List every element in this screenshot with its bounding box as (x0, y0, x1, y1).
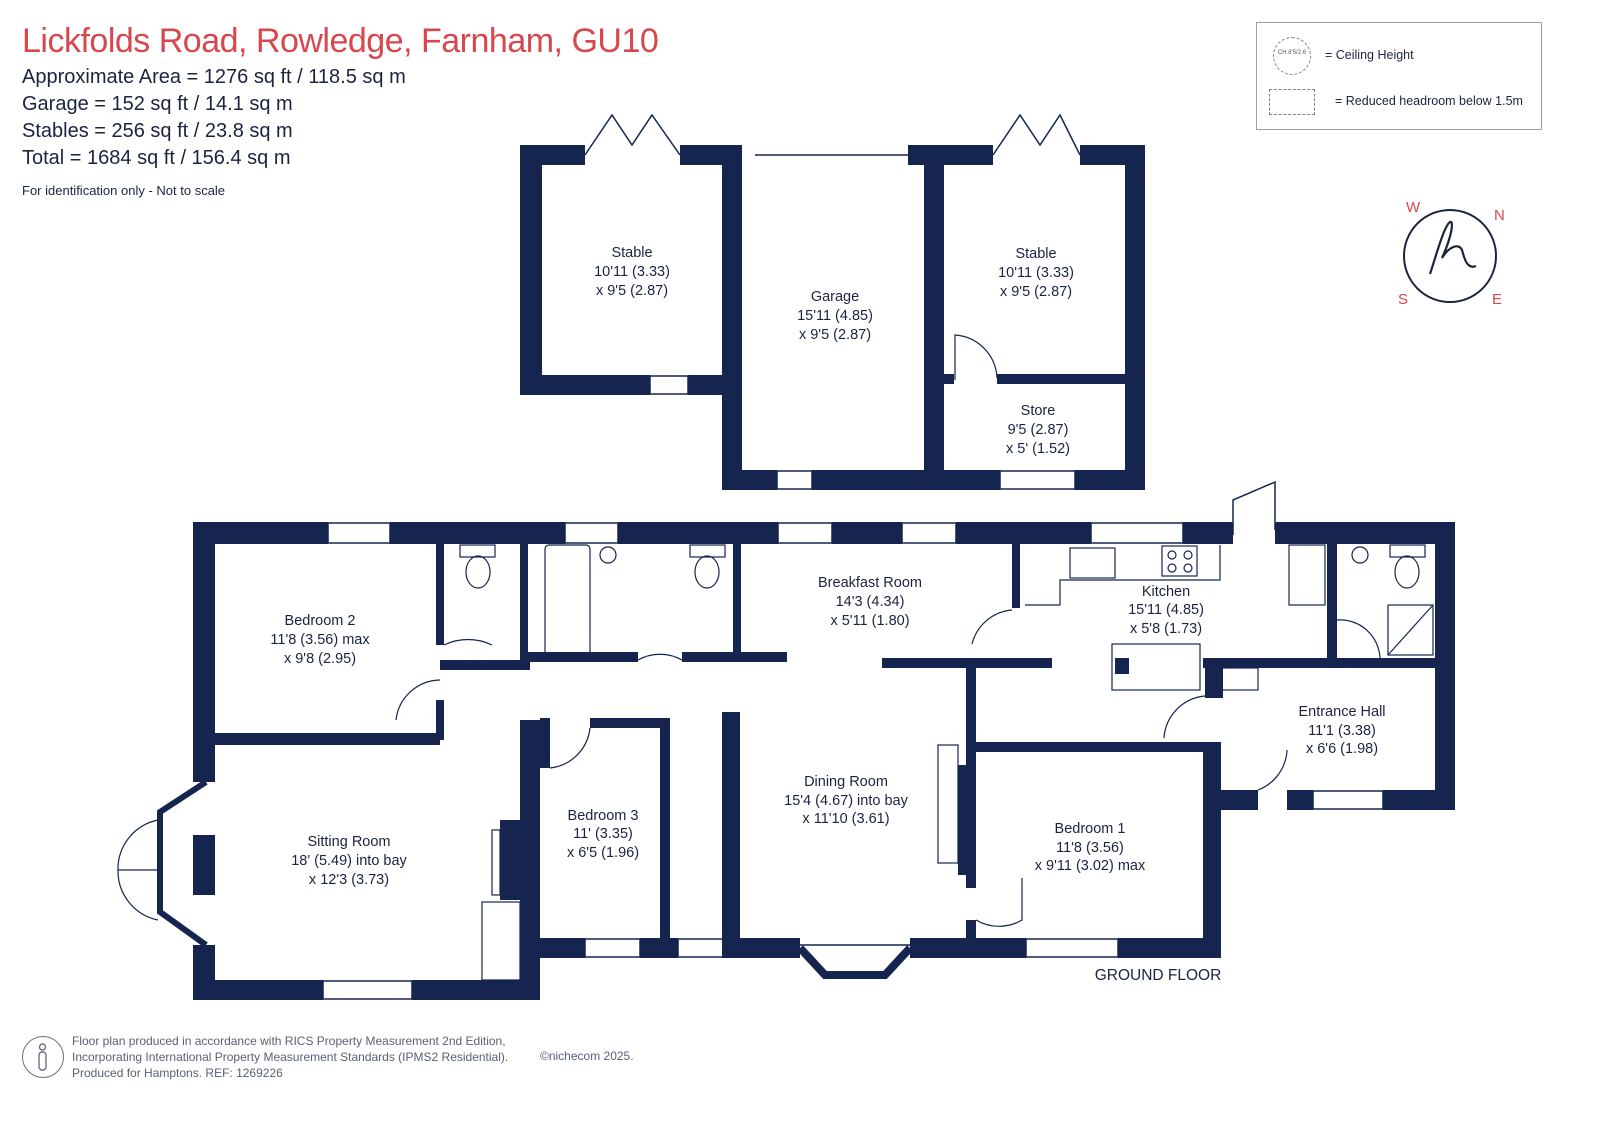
person-icon (22, 1036, 64, 1078)
svg-text:11' (3.35): 11' (3.35) (573, 826, 633, 842)
svg-text:x 9'5 (2.87): x 9'5 (2.87) (596, 283, 668, 299)
svg-text:Store: Store (1021, 403, 1056, 419)
svg-text:Entrance Hall: Entrance Hall (1298, 704, 1385, 720)
svg-text:15'11 (4.85): 15'11 (4.85) (797, 308, 873, 324)
reduced-headroom-icon (1269, 89, 1315, 115)
room-bedroom-2: Bedroom 2 11'8 (3.56) max x 9'8 (2.95) (270, 613, 370, 667)
svg-text:15'4 (4.67) into bay: 15'4 (4.67) into bay (784, 793, 908, 809)
svg-text:x 11'10 (3.61): x 11'10 (3.61) (802, 811, 889, 827)
svg-text:10'11 (3.33): 10'11 (3.33) (594, 264, 670, 280)
compass-n: N (1494, 207, 1505, 224)
footer-line-3: Produced for Hamptons. REF: 1269226 (72, 1066, 283, 1080)
room-stable-right: Stable 10'11 (3.33) x 9'5 (2.87) (998, 246, 1074, 300)
floor-label: GROUND FLOOR (1095, 967, 1222, 984)
compass-s: S (1398, 291, 1408, 308)
svg-text:11'8 (3.56) max: 11'8 (3.56) max (270, 632, 370, 648)
room-entrance-hall: Entrance Hall 11'1 (3.38) x 6'6 (1.98) (1298, 704, 1385, 757)
room-dining-room: Dining Room 15'4 (4.67) into bay x 11'10… (784, 774, 908, 827)
door-swings (117, 334, 1381, 927)
kitchen-appliance (1115, 658, 1129, 674)
svg-text:x 9'5 (2.87): x 9'5 (2.87) (799, 327, 871, 343)
svg-text:Bedroom 3: Bedroom 3 (568, 808, 639, 824)
approximate-area: Approximate Area = 1276 sq ft / 118.5 sq… (22, 66, 406, 88)
svg-text:Sitting Room: Sitting Room (307, 834, 390, 850)
room-garage: Garage 15'11 (4.85) x 9'5 (2.87) (797, 289, 873, 343)
svg-text:x 5' (1.52): x 5' (1.52) (1006, 441, 1070, 457)
compass-logo-icon: W N S E (1398, 199, 1505, 308)
property-title: Lickfolds Road, Rowledge, Farnham, GU10 (22, 22, 659, 60)
compass-e: E (1492, 291, 1502, 308)
ceiling-height-label: = Ceiling Height (1325, 48, 1414, 62)
room-kitchen: Kitchen 15'11 (4.85) x 5'8 (1.73) (1128, 584, 1204, 637)
svg-text:x 9'11 (3.02) max: x 9'11 (3.02) max (1035, 858, 1146, 874)
fixtures (459, 544, 1434, 981)
footer-line-1: Floor plan produced in accordance with R… (72, 1034, 506, 1048)
svg-text:x 5'8 (1.73): x 5'8 (1.73) (1130, 621, 1202, 637)
garage-area: Garage = 152 sq ft / 14.1 sq m (22, 93, 293, 115)
svg-text:18' (5.49) into bay: 18' (5.49) into bay (291, 853, 407, 869)
scale-note: For identification only - Not to scale (22, 183, 226, 198)
svg-text:10'11 (3.33): 10'11 (3.33) (998, 265, 1074, 281)
stables-area: Stables = 256 sq ft / 23.8 sq m (22, 120, 293, 142)
svg-text:Stable: Stable (1015, 246, 1056, 262)
svg-text:11'8 (3.56): 11'8 (3.56) (1056, 840, 1124, 856)
copyright: ©nichecom 2025. (540, 1049, 634, 1063)
total-area: Total = 1684 sq ft / 156.4 sq m (22, 147, 291, 169)
room-bedroom-1: Bedroom 1 11'8 (3.56) x 9'11 (3.02) max (1035, 821, 1146, 874)
svg-text:x 6'5 (1.96): x 6'5 (1.96) (567, 845, 639, 861)
svg-text:x 9'8 (2.95): x 9'8 (2.95) (284, 651, 356, 667)
footer-notes: Floor plan produced in accordance with R… (72, 1033, 508, 1081)
ceiling-height-icon: CH 8'5/2.6 (1273, 37, 1311, 75)
room-breakfast: Breakfast Room 14'3 (4.34) x 5'11 (1.80) (818, 575, 922, 629)
svg-text:x 5'11 (1.80): x 5'11 (1.80) (830, 613, 909, 629)
legend-box: CH 8'5/2.6 = Ceiling Height = Reduced he… (1256, 22, 1542, 130)
room-bedroom-3: Bedroom 3 11' (3.35) x 6'5 (1.96) (567, 808, 639, 861)
room-stable-left: Stable 10'11 (3.33) x 9'5 (2.87) (594, 245, 670, 299)
svg-text:11'1 (3.38): 11'1 (3.38) (1308, 723, 1376, 739)
reduced-headroom-label: = Reduced headroom below 1.5m (1335, 94, 1523, 108)
svg-text:Breakfast Room: Breakfast Room (818, 575, 922, 591)
svg-text:Kitchen: Kitchen (1142, 584, 1190, 600)
svg-text:x 12'3 (3.73): x 12'3 (3.73) (309, 872, 389, 888)
svg-text:Stable: Stable (611, 245, 652, 261)
svg-text:Garage: Garage (811, 289, 859, 305)
walls (193, 145, 1455, 1000)
svg-text:14'3 (4.34): 14'3 (4.34) (836, 594, 905, 610)
footer-line-2: Incorporating International Property Mea… (72, 1050, 509, 1064)
svg-text:x 9'5 (2.87): x 9'5 (2.87) (1000, 284, 1072, 300)
svg-text:15'11 (4.85): 15'11 (4.85) (1128, 602, 1204, 618)
room-store: Store 9'5 (2.87) x 5' (1.52) (1006, 403, 1070, 457)
svg-text:x 6'6 (1.98): x 6'6 (1.98) (1306, 741, 1378, 757)
windows (157, 113, 1384, 1000)
room-sitting-room: Sitting Room 18' (5.49) into bay x 12'3 … (291, 834, 407, 888)
svg-text:Dining Room: Dining Room (804, 774, 888, 790)
compass-w: W (1406, 199, 1421, 216)
svg-text:9'5 (2.87): 9'5 (2.87) (1008, 422, 1069, 438)
svg-text:Bedroom 2: Bedroom 2 (285, 613, 356, 629)
svg-text:Bedroom 1: Bedroom 1 (1055, 821, 1126, 837)
